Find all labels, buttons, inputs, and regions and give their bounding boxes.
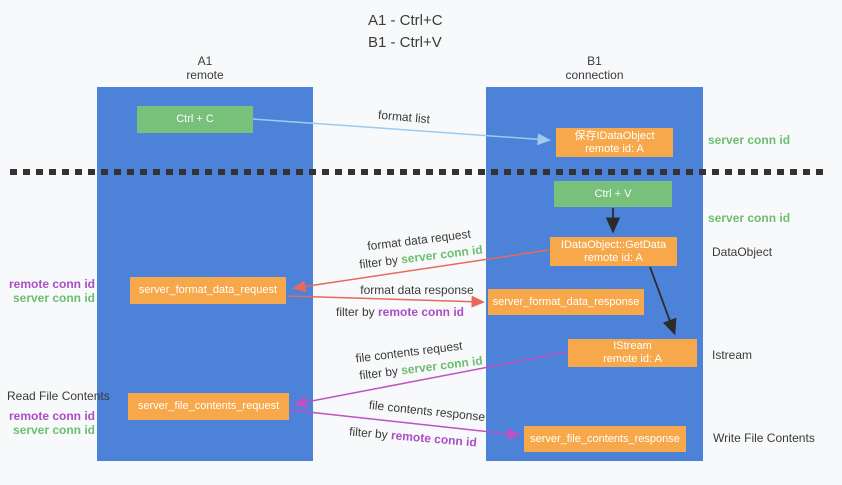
label-format-response-filter: filter by remote conn id xyxy=(336,305,464,319)
title-line-1: A1 - Ctrl+C xyxy=(368,12,443,29)
node-server-format-data-request: server_format_data_request xyxy=(130,277,286,304)
node-getdata-line2: remote id: A xyxy=(584,251,643,264)
filter-by-text: filter by xyxy=(358,252,402,272)
node-istream-line2: remote id: A xyxy=(603,353,662,365)
remote-conn-id-text: remote conn id xyxy=(390,428,478,450)
node-istream: IStream remote id: A xyxy=(568,339,697,367)
remote-conn-id-label: remote conn id xyxy=(8,409,95,423)
lane-b-role: connection xyxy=(565,68,624,82)
label-format-list: format list xyxy=(377,107,431,127)
diagram-title: A1 - Ctrl+C B1 - Ctrl+V xyxy=(368,10,443,54)
node-ctrl-v-label: Ctrl + V xyxy=(594,187,632,200)
label-file-response-filter: filter by remote conn id xyxy=(349,424,478,449)
annotation-dataobject: DataObject xyxy=(712,245,773,259)
node-server-file-contents-request: server_file_contents_request xyxy=(128,393,289,420)
node-save-dataobject: 保存IDataObject remote id: A xyxy=(556,128,673,157)
node-ctrl-c: Ctrl + C xyxy=(137,106,253,133)
annotation-server-conn-id-top: server conn id xyxy=(708,133,791,147)
lane-a-name: A1 xyxy=(197,54,213,68)
filter-by-text: filter by xyxy=(358,363,402,383)
filter-by-text: filter by xyxy=(348,424,392,443)
node-istream-line1: IStream xyxy=(613,340,652,352)
label-file-contents-response: file contents response xyxy=(368,397,486,425)
annotation-write-file-contents: Write File Contents xyxy=(713,431,815,445)
node-ctrl-c-label: Ctrl + C xyxy=(176,113,214,125)
node-save-dataobject-line2: remote id: A xyxy=(585,142,644,155)
node-server-format-data-request-label: server_format_data_request xyxy=(138,284,278,296)
server-conn-id-label: server conn id xyxy=(12,291,95,305)
lane-b-header: B1 connection xyxy=(486,54,703,82)
annotation-format-conn-ids: remote conn id server conn id xyxy=(0,277,95,305)
lane-a-header: A1 remote xyxy=(97,54,313,82)
node-server-file-contents-response: server_file_contents_response xyxy=(524,426,686,452)
node-save-dataobject-line1: 保存IDataObject xyxy=(574,129,655,142)
remote-conn-id-text: remote conn id xyxy=(378,305,465,319)
node-server-format-data-response-label: server_format_data_response xyxy=(492,295,640,308)
lane-a-role: remote xyxy=(186,68,224,82)
filter-by-text: filter by xyxy=(335,305,378,319)
node-getdata: IDataObject::GetData remote id: A xyxy=(550,237,677,266)
remote-conn-id-label: remote conn id xyxy=(8,277,95,291)
node-server-format-data-response: server_format_data_response xyxy=(488,289,644,315)
node-ctrl-v: Ctrl + V xyxy=(554,181,672,207)
annotation-file-conn-ids: remote conn id server conn id xyxy=(0,409,95,437)
server-conn-id-label: server conn id xyxy=(12,423,95,437)
annotation-istream: Istream xyxy=(712,348,753,362)
node-server-file-contents-response-label: server_file_contents_response xyxy=(530,432,680,445)
lane-b-name: B1 xyxy=(587,54,602,68)
label-format-data-response: format data response xyxy=(360,283,474,297)
dashed-divider xyxy=(10,169,823,175)
node-server-file-contents-request-label: server_file_contents_request xyxy=(137,400,280,412)
title-line-2: B1 - Ctrl+V xyxy=(368,34,442,51)
annotation-server-conn-id-mid: server conn id xyxy=(708,211,791,225)
annotation-read-file-contents: Read File Contents xyxy=(7,389,110,403)
node-getdata-line1: IDataObject::GetData xyxy=(560,238,667,251)
